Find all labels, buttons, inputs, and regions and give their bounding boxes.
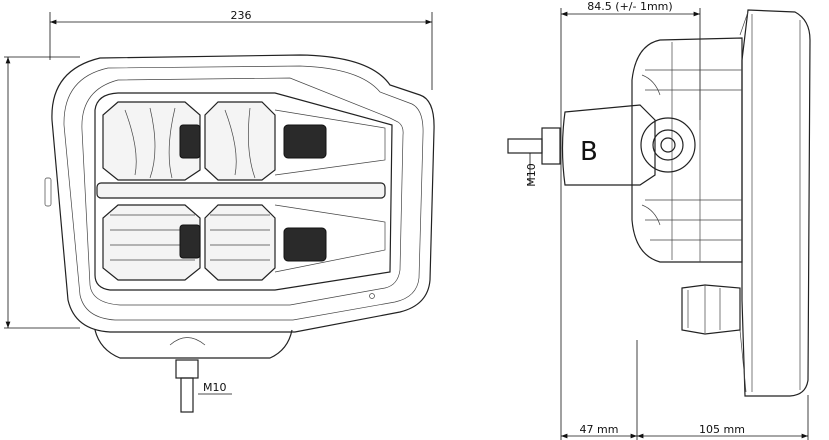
depth-dimension: 84.5 (+/- 1mm) [560,0,701,440]
bolt [180,377,194,413]
side-view: 84.5 (+/- 1mm) B M10 47 mm 105 mm [507,0,811,440]
height-dimension-label: 170 [0,180,3,201]
side-bolt [507,138,543,154]
bottom-right-dimension-label: 105 mm [699,423,745,436]
top-led-block [179,124,201,159]
rear-housing [741,9,811,397]
bottom-led-block [179,224,201,259]
light-bar [96,182,386,199]
side-nut [541,127,561,165]
bracket-b [561,104,656,186]
top-right-led-block [283,124,327,159]
top-right-lamp [204,101,276,181]
bottom-right-lamp [204,204,276,281]
width-dimension: 236 [49,9,433,90]
nut [175,359,199,379]
pivot-boss [640,117,696,173]
height-dimension: 170 [0,56,80,329]
front-lens-frame [94,92,393,291]
width-dimension-label: 236 [231,9,252,22]
mount-bracket [94,329,293,359]
front-view: 236 170 [0,9,435,413]
bracket-label: B [580,137,598,167]
bottom-left-lamp [102,204,201,281]
bottom-left-dimension-label: 47 mm [580,423,619,436]
heat-sink [631,37,743,263]
housing-outline [51,54,435,333]
top-left-lamp [102,101,201,181]
depth-dimension-label: 84.5 (+/- 1mm) [587,0,672,13]
side-bolt-label: M10 [525,163,538,187]
connector [681,284,741,335]
bottom-right-led-block [283,227,327,262]
front-bolt-label: M10 [203,381,227,394]
